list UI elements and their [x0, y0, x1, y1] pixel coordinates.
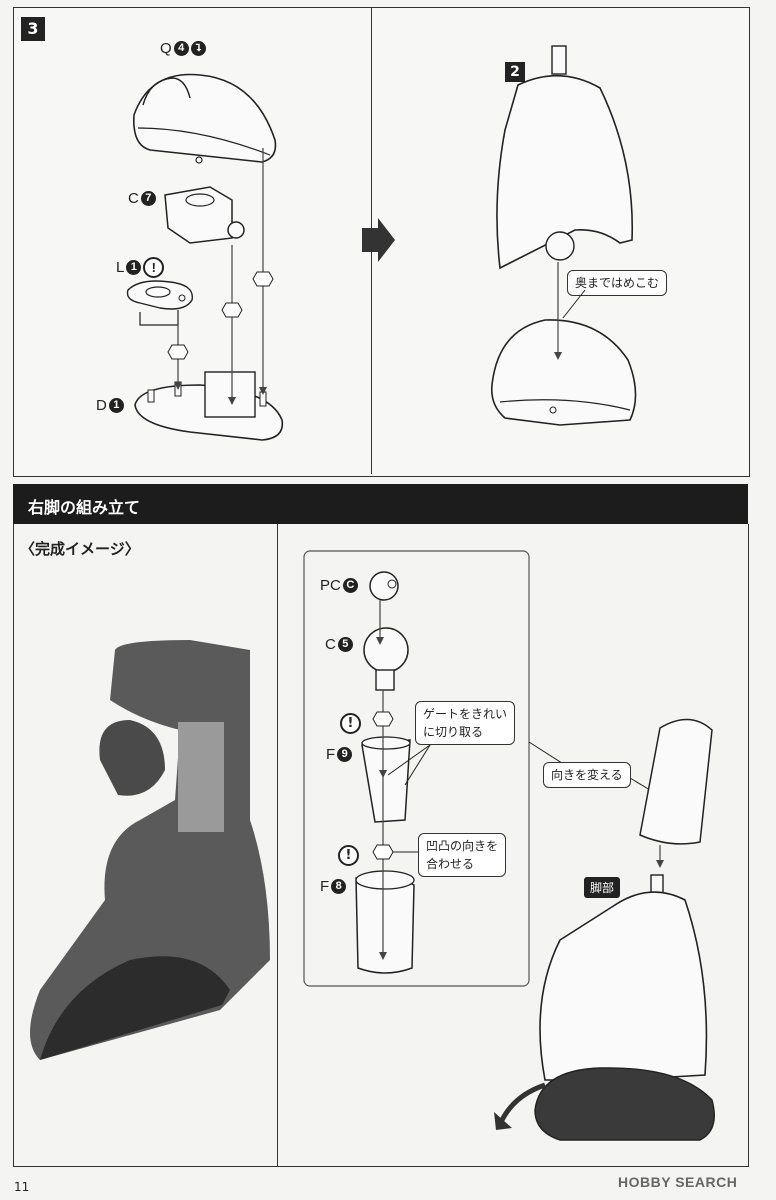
part-letter-f9: F	[326, 746, 336, 763]
callout-cut-gate-line1: ゲートをきれい	[423, 707, 508, 721]
part-number-c7: 7	[140, 191, 156, 206]
section-title: 右脚の組み立て	[28, 498, 141, 517]
part-number-c5: 5	[337, 637, 353, 652]
callout-cut-gate-line2: に切り取る	[423, 725, 484, 739]
part-label-f9: F 9	[326, 746, 353, 763]
part-label-d: D 1	[96, 397, 124, 414]
part-number-q: 4	[173, 41, 189, 56]
step3-divider	[371, 8, 372, 474]
section-header-bar	[13, 484, 748, 524]
part-letter-f8: F	[320, 878, 330, 895]
part-label-pc: PC C	[320, 577, 358, 594]
cement-icon: ⮧	[190, 41, 206, 56]
part-letter-c: C	[128, 190, 139, 207]
part-number-f9: 9	[337, 747, 353, 762]
warning-icon-f9: !	[340, 713, 361, 734]
part-letter-q: Q	[160, 40, 172, 57]
part-label-f8: F 8	[320, 878, 347, 895]
part-number-l: 1	[126, 260, 142, 275]
part-label-l: L 1 !	[116, 257, 165, 278]
part-label-c7: C 7	[128, 190, 156, 207]
right-leg-divider	[277, 524, 278, 1166]
part-letter-c5: C	[325, 636, 336, 653]
right-leg-panel-frame	[13, 524, 749, 1167]
step3-badge: 3	[21, 17, 45, 41]
completed-image-title: 〈完成イメージ〉	[20, 540, 140, 558]
warning-icon: !	[143, 257, 165, 278]
warning-icon-f8: !	[338, 845, 359, 866]
part-number-f8: 8	[331, 879, 347, 894]
part-number-d: 1	[108, 398, 124, 413]
part-number-pc: C	[342, 578, 358, 593]
callout-align-line2: 合わせる	[426, 857, 475, 871]
page-number: 11	[14, 1180, 30, 1194]
part-letter-d: D	[96, 397, 107, 414]
callout-align: 凹凸の向きを 合わせる	[418, 833, 507, 877]
callout-push-in: 奥まではめこむ	[567, 270, 668, 296]
callout-cut-gate: ゲートをきれい に切り取る	[415, 701, 516, 745]
watermark: HOBBY SEARCH	[618, 1174, 738, 1190]
part-label-c5: C 5	[325, 636, 353, 653]
callout-align-line1: 凹凸の向きを	[426, 839, 499, 853]
part-letter-pc: PC	[320, 577, 341, 594]
callout-change-direction: 向きを変える	[543, 762, 631, 788]
leg-part-label: 脚部	[584, 877, 621, 898]
substep2-badge: 2	[505, 62, 525, 82]
part-letter-l: L	[116, 259, 125, 276]
part-label-q: Q 4 ⮧	[160, 40, 206, 57]
